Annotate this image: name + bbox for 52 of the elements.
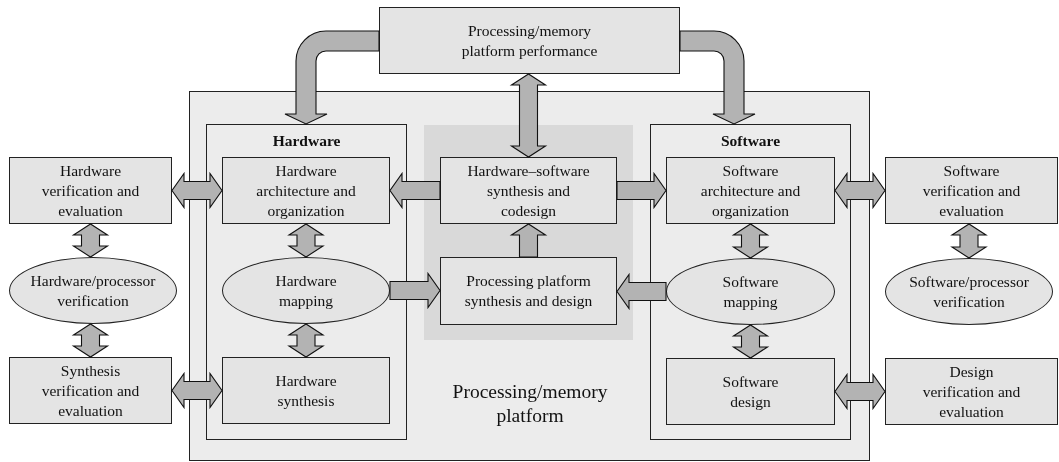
group-panel xyxy=(206,124,407,440)
block-arrow xyxy=(71,323,110,358)
block-arrow xyxy=(71,223,110,258)
platform-panel xyxy=(189,91,870,461)
block-arrow xyxy=(509,223,548,258)
process-box xyxy=(666,358,835,425)
process-box xyxy=(222,357,390,424)
box-label: Software/processor verification xyxy=(908,271,1030,312)
box-label: Processing platform synthesis and design xyxy=(463,271,594,311)
box-label: Software verification and evaluation xyxy=(921,160,1022,221)
process-box xyxy=(666,157,835,224)
block-arrow xyxy=(287,323,325,358)
block-arrow xyxy=(509,73,548,158)
panel-heading: Software xyxy=(720,131,781,151)
box-label: Hardware architecture and organization xyxy=(255,160,357,221)
process-box xyxy=(379,7,680,74)
box-label: Processing/memory platform performance xyxy=(460,20,599,61)
block-arrow xyxy=(616,272,667,311)
box-label: Synthesis verification and evaluation xyxy=(40,360,141,421)
shaded-region xyxy=(424,125,633,340)
block-arrow xyxy=(834,372,886,411)
platform-label: Processing/memory platform xyxy=(451,380,609,428)
box-label: Software architecture and organization xyxy=(699,160,802,221)
block-arrow xyxy=(171,171,223,210)
block-arrow xyxy=(616,171,667,210)
panel-heading: Hardware xyxy=(272,131,341,151)
process-box xyxy=(9,157,172,224)
block-arrow xyxy=(950,223,988,259)
block-arrow xyxy=(389,171,441,210)
process-box xyxy=(440,257,617,325)
box-label: Hardware/processor verification xyxy=(29,270,157,311)
block-arrow xyxy=(171,371,223,410)
box-label: Hardware verification and evaluation xyxy=(40,160,141,221)
process-box xyxy=(885,157,1058,224)
box-label: Software mapping xyxy=(721,271,780,312)
block-arrow xyxy=(731,223,770,259)
box-label: Hardware–software synthesis and codesign xyxy=(466,160,591,221)
box-label: Software design xyxy=(721,371,780,412)
box-label: Design verification and evaluation xyxy=(921,361,1022,422)
group-panel xyxy=(650,124,851,440)
block-arrow xyxy=(731,324,770,359)
box-label: Hardware mapping xyxy=(274,270,338,311)
block-arrow xyxy=(287,223,325,258)
block-arrow xyxy=(834,171,886,210)
box-label: Hardware synthesis xyxy=(274,370,338,411)
process-box xyxy=(9,357,172,424)
process-box xyxy=(885,358,1058,425)
block-arrow xyxy=(679,30,756,125)
process-box xyxy=(440,157,617,224)
block-arrow xyxy=(389,271,441,310)
block-arrow xyxy=(284,30,380,125)
process-box xyxy=(222,157,390,224)
